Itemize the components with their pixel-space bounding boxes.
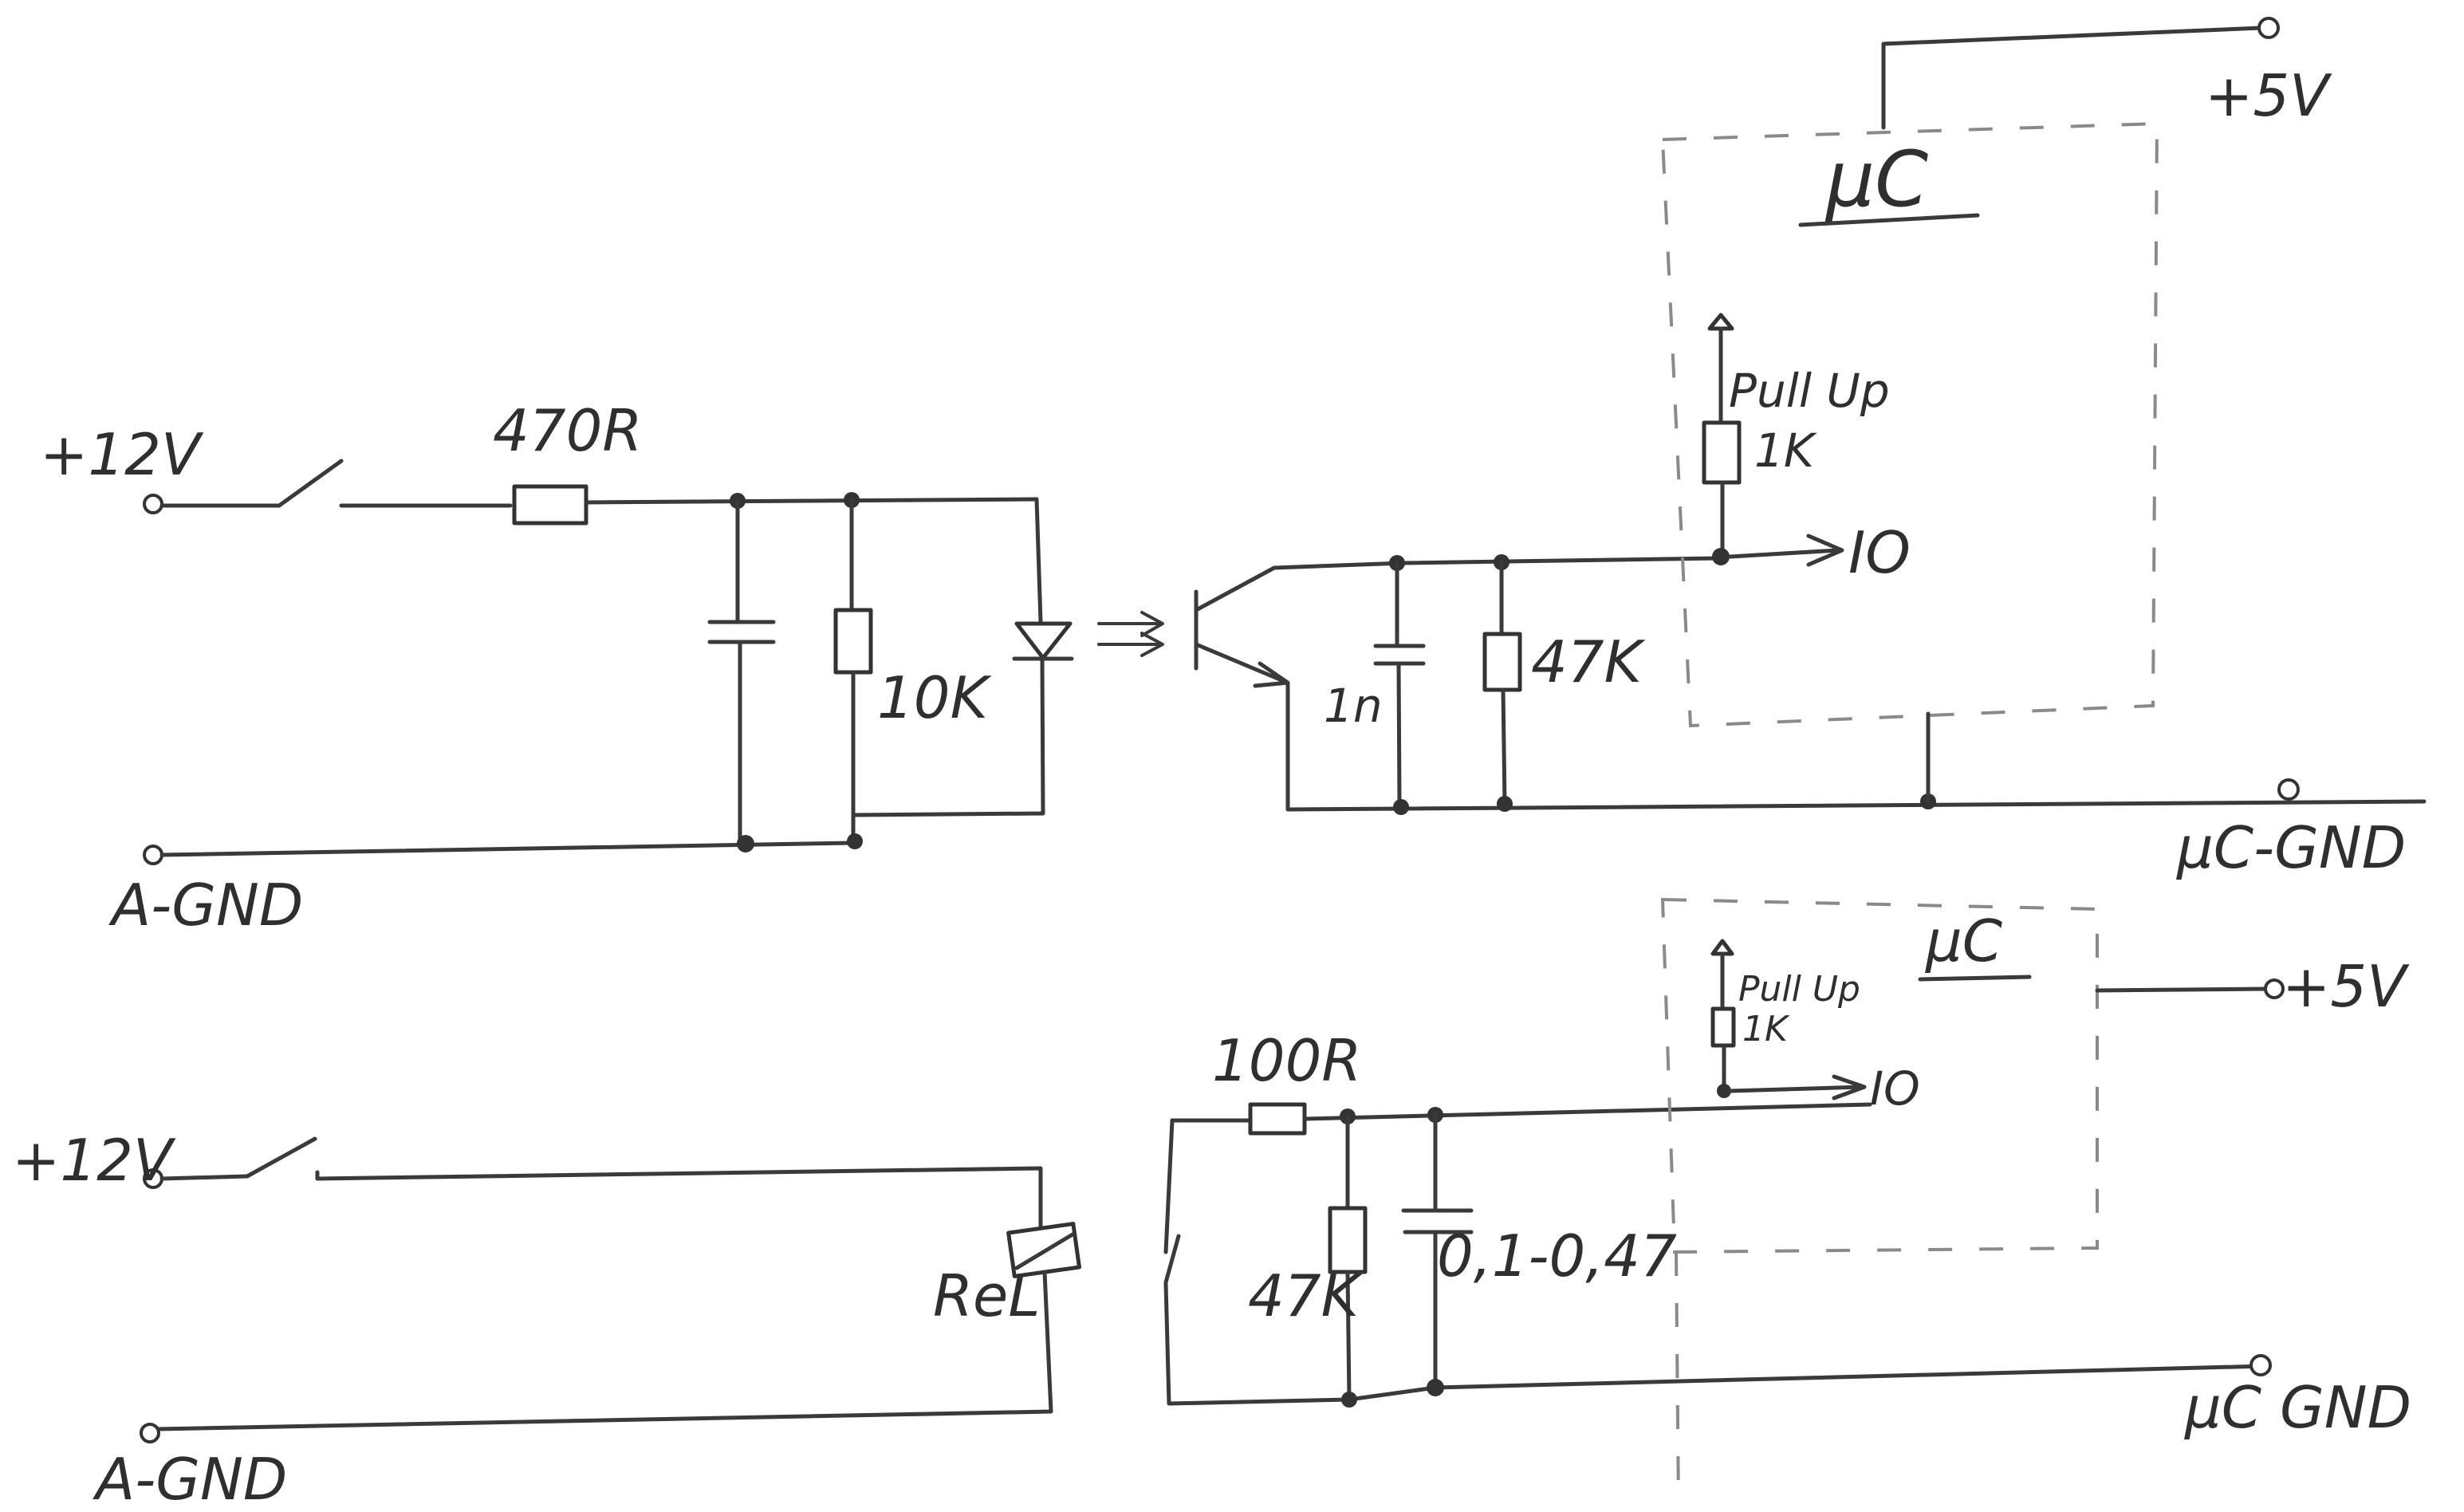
top-io-label: IO bbox=[1848, 519, 1911, 586]
bottom-input-circuit bbox=[140, 897, 2285, 1508]
top-uc-supply-label: +5V bbox=[2205, 62, 2332, 129]
top-uc-ground-terminal bbox=[2277, 778, 2300, 801]
bottom-ground-terminal bbox=[140, 1423, 160, 1443]
top-pullup-label: Pull Up bbox=[1729, 364, 1890, 418]
top-capacitor-1n bbox=[1373, 644, 1426, 666]
bottom-uc-supply-terminal bbox=[2264, 978, 2285, 999]
bottom-uc-supply-label: +5V bbox=[2282, 953, 2410, 1020]
bottom-pullup-value-label: 1K bbox=[1742, 1009, 1790, 1049]
top-optocoupler-transistor bbox=[1194, 561, 2427, 812]
top-resistor-label: 470R bbox=[493, 397, 642, 464]
top-resistor-470r bbox=[512, 484, 588, 526]
top-optocoupler-led bbox=[1014, 621, 1073, 660]
top-cap-label: 1n bbox=[1324, 679, 1383, 733]
top-input-circuit bbox=[143, 17, 2427, 865]
bottom-uc-label: µC bbox=[1925, 908, 2003, 975]
bottom-cap-label: 0,1-0,47 bbox=[1437, 1223, 1677, 1290]
uc-shared-boundary bbox=[1675, 1251, 1680, 1508]
bottom-pullup-label: Pull Up bbox=[1738, 969, 1860, 1010]
bottom-pulldown-label: 47K bbox=[1248, 1262, 1363, 1329]
top-uc-ground-label: µC-GND bbox=[2176, 814, 2406, 881]
top-supply-terminal bbox=[143, 494, 163, 514]
relay-coil-diagonal bbox=[1014, 1232, 1075, 1270]
bottom-ground-label: A-GND bbox=[92, 1446, 287, 1512]
bottom-resistor-47k bbox=[1328, 1206, 1368, 1274]
optocoupler-light-arrow bbox=[1097, 611, 1164, 657]
bottom-resistor-label: 100R bbox=[1212, 1027, 1361, 1094]
top-uc-label: µC bbox=[1824, 135, 1928, 224]
top-supply-label: +12V bbox=[40, 421, 204, 488]
relay-label: ReL bbox=[933, 1262, 1040, 1329]
bottom-capacitor bbox=[1401, 1208, 1474, 1234]
top-uc-box bbox=[1660, 121, 2159, 728]
top-resistor-10k bbox=[833, 608, 873, 675]
bottom-io-label: IO bbox=[1870, 1061, 1920, 1116]
top-uc-supply-terminal bbox=[2257, 17, 2280, 39]
bottom-switch bbox=[245, 1136, 317, 1179]
bottom-pullup-resistor bbox=[1710, 1006, 1736, 1048]
top-resistor-47k bbox=[1482, 632, 1522, 692]
top-pullup-value-label: 1K bbox=[1754, 423, 1817, 478]
bottom-supply-label: +12V bbox=[12, 1127, 176, 1194]
bottom-resistor-100r bbox=[1248, 1102, 1307, 1136]
top-pullup-resistor bbox=[1702, 420, 1742, 485]
top-ground-label: A-GND bbox=[108, 872, 303, 939]
top-resistor-out-label: 47K bbox=[1531, 628, 1646, 695]
bottom-uc-box bbox=[1660, 897, 2099, 1254]
top-ground-terminal bbox=[143, 845, 163, 865]
top-io-arrow-icon bbox=[1728, 534, 1844, 567]
top-capacitor bbox=[707, 620, 776, 644]
top-pulldown-label: 10K bbox=[877, 664, 992, 731]
top-switch bbox=[277, 459, 344, 508]
relay-contact bbox=[1163, 1118, 1352, 1406]
bottom-uc-ground-terminal bbox=[2249, 1354, 2272, 1376]
bottom-uc-ground-label: µC GND bbox=[2184, 1374, 2411, 1441]
bottom-io-arrow-icon bbox=[1728, 1074, 1867, 1101]
top-pullup-arrow-icon bbox=[1707, 313, 1734, 331]
